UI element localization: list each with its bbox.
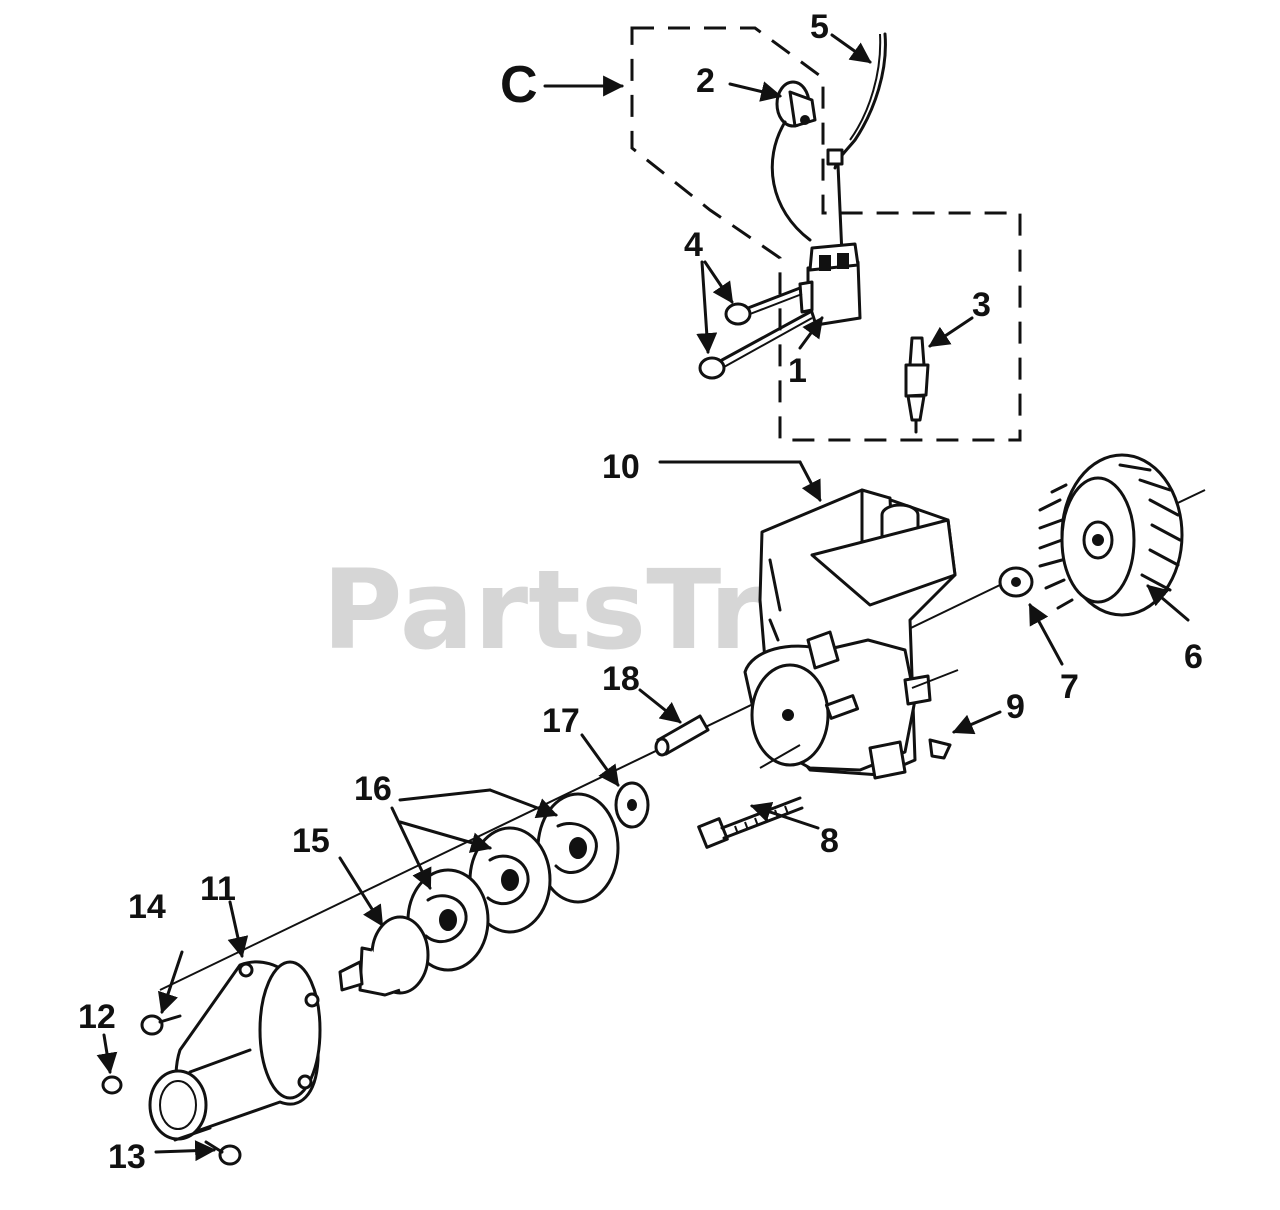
spark-plug	[904, 336, 930, 434]
callout-8: 8	[820, 822, 839, 860]
drive-pin	[654, 714, 710, 757]
callout-13: 13	[108, 1138, 146, 1176]
callout-11: 11	[200, 870, 236, 908]
callout-5: 5	[810, 8, 829, 46]
callout-6: 6	[1184, 638, 1203, 676]
clutch-washer	[614, 781, 650, 829]
clamp-screw	[204, 1140, 242, 1166]
woodruff-key	[911, 669, 959, 760]
clutch-housing	[148, 960, 322, 1142]
callout-2: 2	[696, 62, 715, 100]
clutch-shoes	[406, 792, 620, 972]
ignition-module	[798, 242, 862, 327]
spark-plug-boot	[770, 80, 817, 242]
housing-screw	[140, 1014, 182, 1036]
callout-10: 10	[602, 448, 640, 486]
callout-18: 18	[602, 660, 640, 698]
clutch-drum	[338, 915, 430, 997]
callout-15: 15	[292, 822, 330, 860]
callout-3: 3	[972, 286, 991, 324]
ignition-group-outline	[630, 26, 1022, 442]
callout-14: 14	[128, 888, 166, 926]
callout-7: 7	[1060, 668, 1079, 706]
callout-16: 16	[354, 770, 392, 808]
flywheel	[1038, 453, 1184, 617]
washer	[998, 566, 1034, 598]
callout-4: 4	[684, 226, 703, 264]
module-screws	[698, 286, 813, 380]
callout-12: 12	[78, 998, 116, 1036]
engine-housing	[743, 488, 957, 780]
ground-wire	[826, 32, 887, 257]
callout-1: 1	[788, 352, 807, 390]
callout-9: 9	[1006, 688, 1025, 726]
callout-17: 17	[542, 702, 580, 740]
housing-nut	[101, 1075, 123, 1095]
callout-c: C	[500, 56, 538, 114]
